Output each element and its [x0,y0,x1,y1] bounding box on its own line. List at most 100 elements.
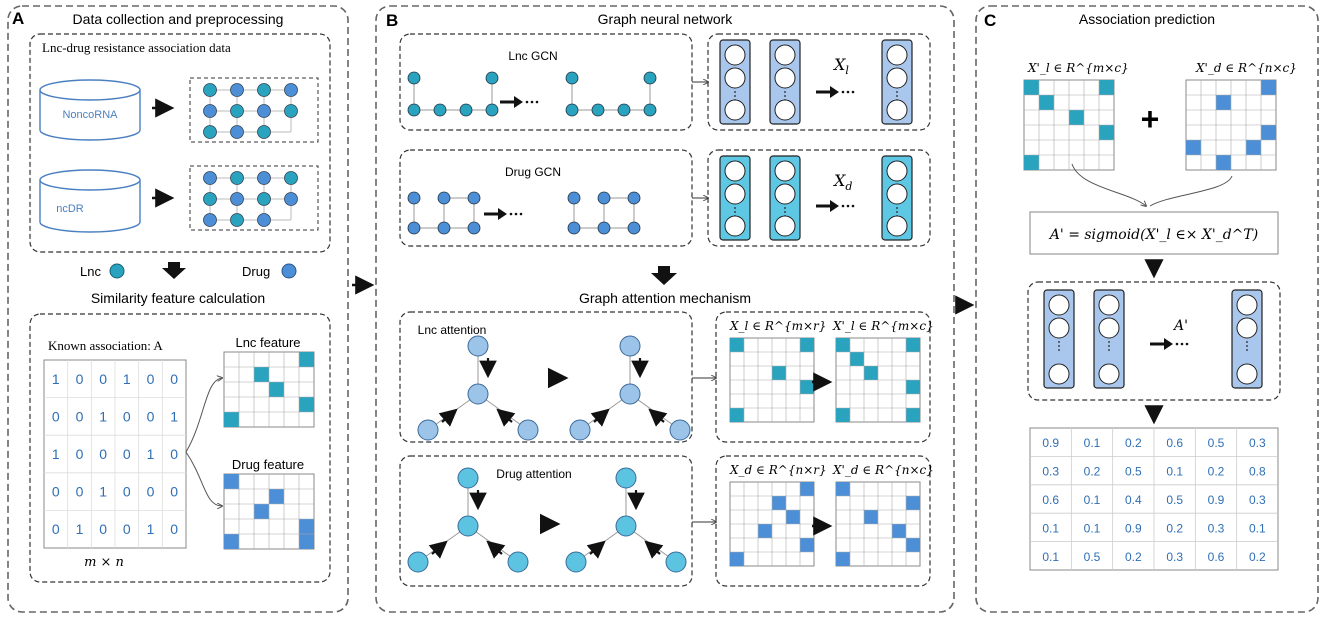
matrix-cell: 1 [76,521,84,537]
result-cell: 0.6 [1208,550,1225,564]
attention-neighbor-node [669,419,691,441]
data-box-title: Lnc-drug resistance association data [42,40,231,55]
drug-feature-matrix [223,473,315,550]
xd-matrix-filled-cell [758,524,772,538]
graph-node [467,191,481,205]
drug-feature-filled-cell [224,474,239,489]
result-cell: 0.2 [1084,465,1101,479]
panel-b-title: Graph neural network [598,11,734,27]
vector-unit [1236,317,1258,339]
matrix-cell: 0 [123,484,131,500]
network-node [257,192,271,206]
xl-matrix-filled-cell [730,338,744,352]
graph-node [437,221,451,235]
result-cell: 0.1 [1042,521,1059,535]
drug-feature-label: Drug feature [232,457,304,472]
attention-arrow [590,408,610,427]
prediction-vector-box [1027,281,1281,401]
result-cell: 0.1 [1084,436,1101,450]
legend-drug-node [281,263,297,279]
attention-neighbor-node [615,467,637,489]
panel-c-title: Association prediction [1079,11,1215,27]
ellipsis-dot [509,212,513,216]
ellipsis-dot [846,204,850,208]
attention-center-node [467,383,489,405]
network-node [230,104,244,118]
attention-arrow [644,540,664,559]
network-node [230,83,244,97]
curve-left-to-formula [1071,163,1146,206]
network-node [203,104,217,118]
matrix-cell: 0 [99,371,107,387]
lnc-feature-filled-cell [269,382,284,397]
vector-unit [724,183,746,205]
lnc-gcn-label: Lnc GCN [508,49,557,63]
graph-node [567,191,581,205]
attention-neighbor-node [467,335,489,357]
c-xd-matrix-filled-cell [1216,155,1231,170]
c-xd-matrix-filled-cell [1246,140,1261,155]
x-l-label: Xl [832,55,849,77]
attention-neighbor-node [507,551,529,573]
xd-matrix-filled-cell [786,510,800,524]
matrix-cell: 1 [123,371,131,387]
dim-label: m × n [84,555,124,570]
attention-arrow [428,540,448,559]
ellipsis-dot [851,90,855,94]
ellipsis-dot [896,91,898,93]
lnc-attention-graphs [417,335,691,441]
xl-prime-matrix-filled-cell [906,408,920,422]
ellipsis-dot [525,100,529,104]
vector-unit [1048,317,1070,339]
vector-unit [774,99,796,121]
vector-unit [774,215,796,237]
vector-unit [724,67,746,89]
db1-label: NoncoRNA [62,109,118,121]
data-box [29,33,331,253]
graph-node [407,221,421,235]
ellipsis-dot [1108,341,1110,343]
x-d-label: Xd [832,171,852,193]
vector-unit [886,67,908,89]
xl-prime-matrix-filled-cell [864,366,878,380]
database-ncdr-icon [39,169,141,233]
matrix-cell: 0 [123,446,131,462]
matrix-cell: 1 [147,446,155,462]
matrix-cell: 0 [52,521,60,537]
known-association-label: Known association: A [48,338,163,353]
ellipsis-dot [784,91,786,93]
matrix-cell: 0 [52,408,60,424]
embedding-vector [1043,289,1075,389]
xd-prime-matrix-filled-cell [836,482,850,496]
drug-vector-box [707,149,931,247]
network-node [257,125,271,139]
prediction-input-matrices [1023,79,1277,171]
arrow-head [514,96,523,108]
xd-out-label: X'_d ∈ R^{n×c} [832,463,934,477]
xl-prime-matrix-filled-cell [906,380,920,394]
attention-center-node [457,515,479,537]
xl-prime-matrix-filled-cell [836,408,850,422]
lnc-feature-filled-cell [299,352,314,367]
vector-unit [1098,294,1120,316]
matrix-cell: 0 [99,521,107,537]
graph-node [643,71,657,85]
graph-node [407,71,421,85]
lnc-attention-matrices [729,337,921,423]
drug-attention-graphs [407,467,687,573]
result-cell: 0.3 [1166,550,1183,564]
a-prime-label: A' [1172,318,1188,334]
embedding-vector [1231,289,1263,389]
attention-arrow [438,408,458,427]
xd-matrix-filled-cell [772,496,786,510]
big-down-arrow-b [651,266,677,285]
network-node [203,192,217,206]
c-xd-label: X'_d ∈ R^{n×c} [1195,61,1297,75]
graph-node [597,191,611,205]
graph-node [643,103,657,117]
vector-unit [774,160,796,182]
xd-prime-matrix-filled-cell [906,538,920,552]
vector-unit [1236,363,1258,385]
network-node [257,171,271,185]
result-cell: 0.9 [1208,493,1225,507]
